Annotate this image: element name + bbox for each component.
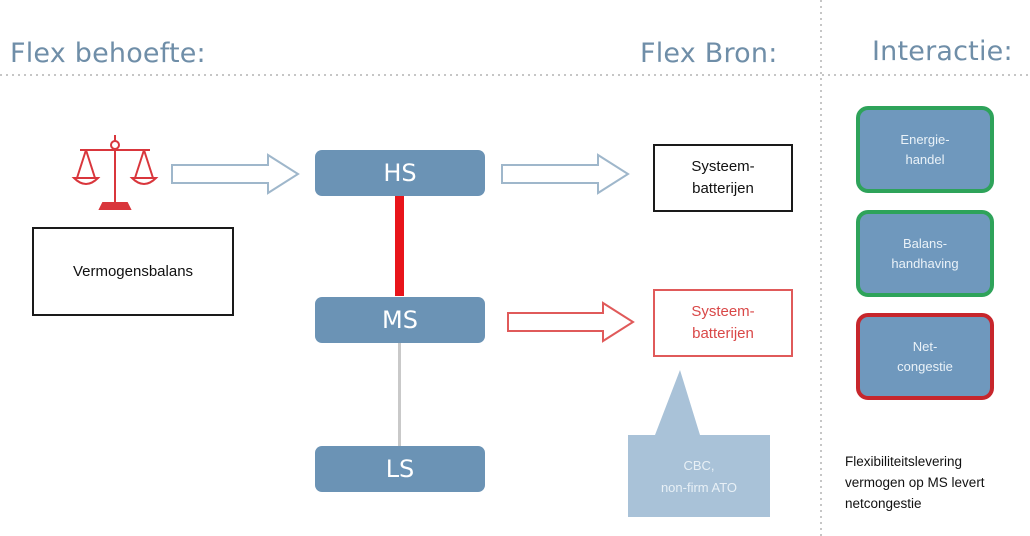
hs-ms-link xyxy=(395,196,404,296)
interaction-energy-line1: Energie- xyxy=(900,131,950,147)
need-box: Vermogensbalans xyxy=(32,227,234,316)
node-ms: MS xyxy=(315,297,485,343)
arrow-hs-to-source xyxy=(501,153,630,195)
need-label: Vermogensbalans xyxy=(72,262,194,280)
callout-line1: CBC, xyxy=(683,458,715,473)
source-mid-line1: Systeem- xyxy=(691,303,755,320)
callout-text: CBC, non-firm ATO xyxy=(628,455,770,499)
callout-line2: non-firm ATO xyxy=(660,480,738,495)
interaction-energy-line2: handel xyxy=(905,151,945,167)
source-box-top: Systeem- batterijen xyxy=(653,144,793,212)
ms-ls-link xyxy=(398,343,401,446)
heading-flex-source: Flex Bron: xyxy=(640,38,778,69)
node-hs-label: HS xyxy=(383,159,417,187)
node-ls-label: LS xyxy=(385,455,415,483)
source-mid-line2: batterijen xyxy=(692,325,754,342)
arrow-ms-to-source xyxy=(507,301,635,343)
note-line3: netcongestie xyxy=(845,496,922,511)
note-line1: Flexibiliteitslevering xyxy=(845,454,963,469)
heading-interaction: Interactie: xyxy=(872,36,1013,67)
interaction-congestion: Net- congestie xyxy=(856,313,994,400)
source-top-line1: Systeem- xyxy=(691,158,755,175)
callout-bubble xyxy=(628,370,770,517)
interaction-balance-line2: handhaving xyxy=(891,255,959,271)
interaction-energy-trade: Energie- handel xyxy=(856,106,994,193)
note-text: Flexibiliteitslevering vermogen op MS le… xyxy=(845,451,1030,514)
source-top-line2: batterijen xyxy=(692,180,754,197)
note-line2: vermogen op MS levert xyxy=(845,475,985,490)
scales-icon xyxy=(71,135,159,210)
heading-flex-need: Flex behoefte: xyxy=(10,38,206,69)
node-hs: HS xyxy=(315,150,485,196)
interaction-balance-line1: Balans- xyxy=(902,235,948,251)
arrow-need-to-hs xyxy=(171,153,300,195)
interaction-congestion-line2: congestie xyxy=(897,358,953,374)
source-box-ms: Systeem- batterijen xyxy=(653,289,793,357)
interaction-congestion-line1: Net- xyxy=(912,338,938,354)
node-ls: LS xyxy=(315,446,485,492)
interaction-balance: Balans- handhaving xyxy=(856,210,994,297)
node-ms-label: MS xyxy=(382,306,418,334)
